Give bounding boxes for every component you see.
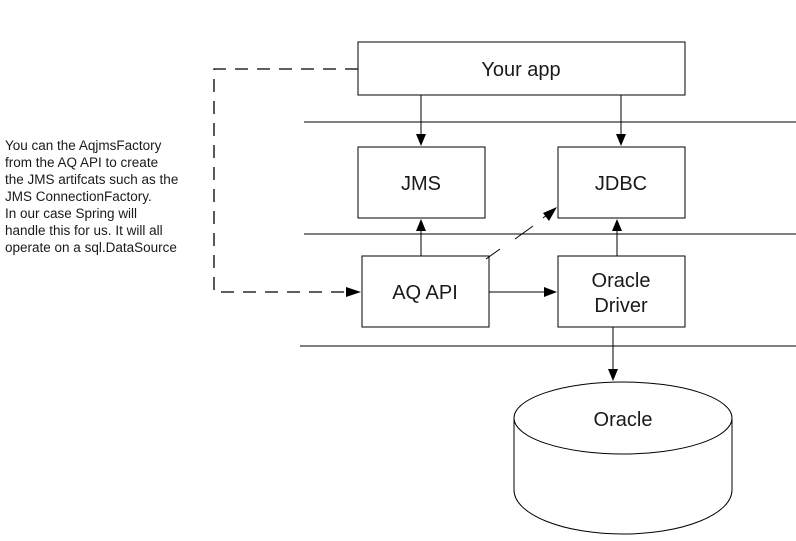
jms-label: JMS [401, 173, 441, 195]
oracle-driver-box [557, 255, 686, 328]
arrow-oracle-driver-to-database [608, 327, 618, 381]
aq-api-note: You can the AqjmsFactory from the AQ API … [5, 138, 178, 255]
note-line: You can the AqjmsFactory [5, 138, 162, 153]
note-line: JMS ConnectionFactory. [5, 189, 152, 204]
arrow-aq-api-to-oracle-driver [489, 287, 557, 297]
note-line: In our case Spring will [5, 206, 137, 221]
note-line: the JMS artifcats such as the [5, 172, 178, 187]
aq-api-box [361, 255, 490, 328]
note-line: operate on a sql.DataSource [5, 240, 177, 255]
arrow-your-app-to-jms [416, 95, 426, 146]
jms-box [357, 146, 486, 219]
dashed-arrow-aq-api-to-jdbc [485, 207, 557, 260]
your-app-label: Your app [481, 59, 560, 81]
arrow-your-app-to-jdbc [616, 95, 626, 146]
note-line: from the AQ API to create [5, 155, 158, 170]
aq-api-label: AQ API [392, 282, 458, 304]
jdbc-label: JDBC [595, 173, 647, 195]
jdbc-box [557, 146, 686, 219]
oracle-driver-label-line1: Oracle [592, 270, 651, 292]
your-app-box [357, 41, 686, 96]
note-line: handle this for us. It will all [5, 223, 163, 238]
oracle-driver-label-line2: Driver [594, 295, 648, 317]
arrow-aq-api-to-jms [416, 219, 426, 256]
dashed-arrow-your-app-to-aq-api [213, 68, 361, 297]
arrow-oracle-driver-to-jdbc [612, 219, 622, 256]
oracle-database-cylinder [513, 381, 733, 535]
oracle-database-label: Oracle [594, 409, 653, 431]
